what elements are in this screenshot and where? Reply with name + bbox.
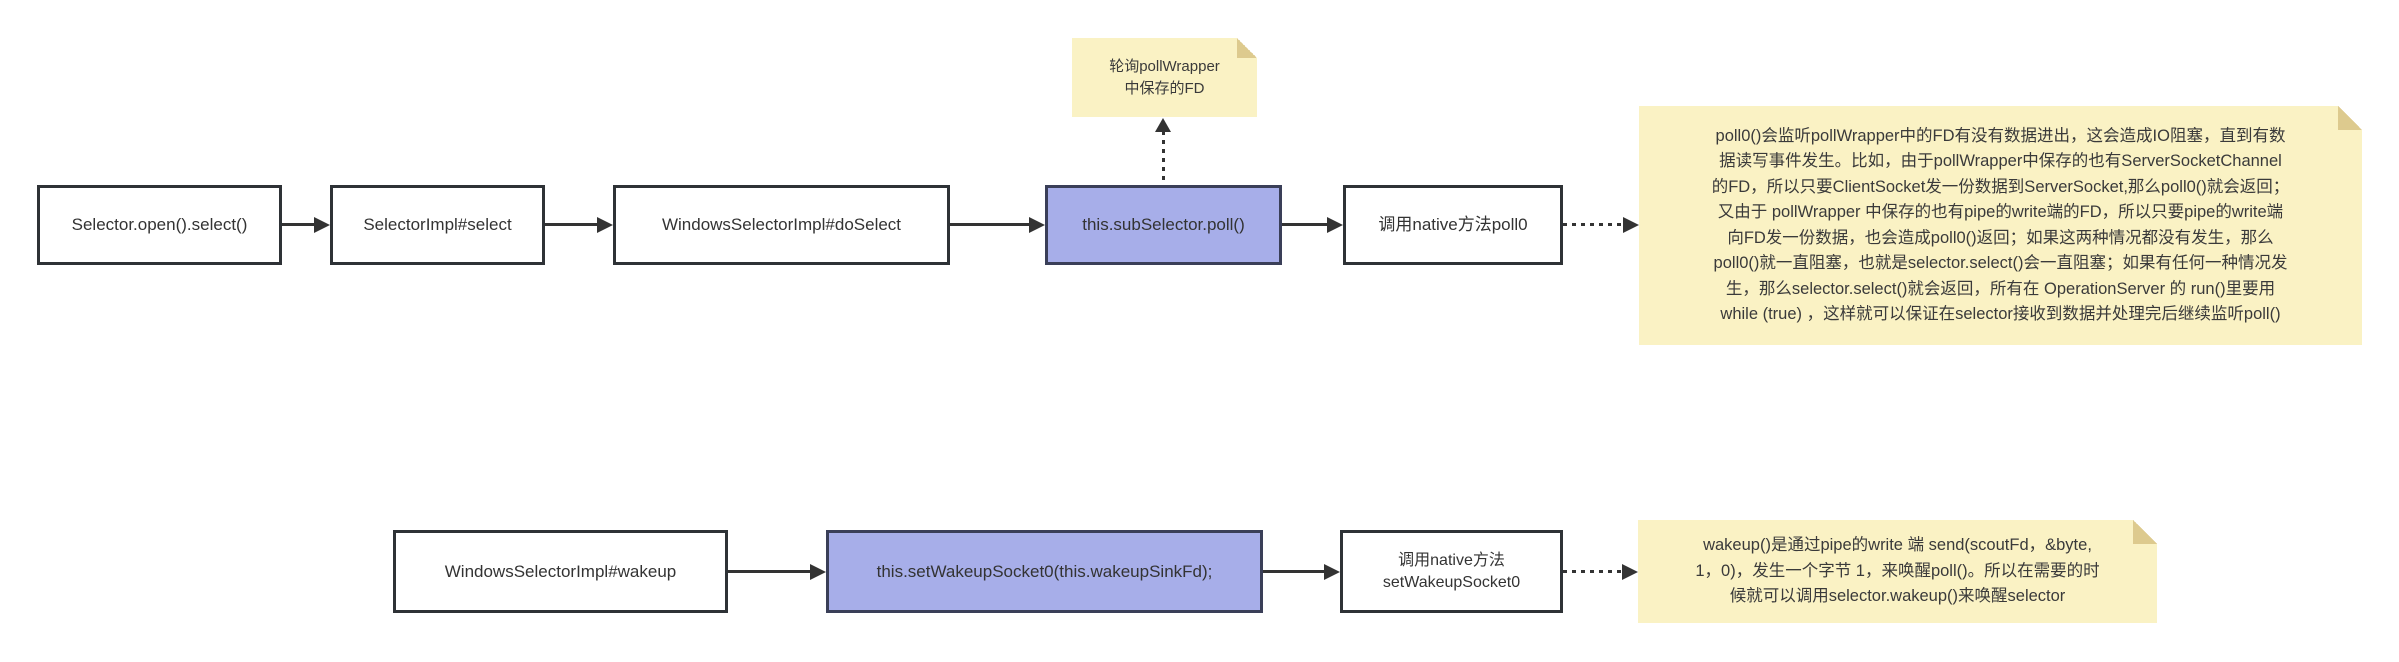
- arrow-line: [545, 223, 597, 226]
- note-text-line: 候就可以调用selector.wakeup()来唤醒selector: [1729, 587, 2066, 606]
- note-text-line: while (true) ，这样就可以保证在selector接收到数据并处理完后…: [1720, 305, 2281, 323]
- arrow-right-icon: [1324, 564, 1340, 580]
- note-text-line: 生，那么selector.select()就会返回，所有在 OperationS…: [1725, 279, 2276, 298]
- note-text-line: 又由于 pollWrapper 中保存的也有pipe的write端的FD，所以只…: [1717, 203, 2284, 221]
- arrow-right-icon: [314, 217, 330, 233]
- note-text-line: 据读写事件发生。比如，由于pollWrapper中保存的也有ServerSock…: [1719, 152, 2282, 170]
- dotted-connector-vertical: [1162, 131, 1165, 185]
- note-fold-icon: [2338, 106, 2362, 130]
- note-text-line: 中保存的FD: [1124, 79, 1205, 97]
- arrow-right-icon: [1029, 217, 1045, 233]
- note-text-line: 的FD，所以只要ClientSocket发一份数据到ServerSocket,那…: [1711, 177, 2290, 196]
- flow-node-windowsselectorimpl-doselect: WindowsSelectorImpl#doSelect: [613, 185, 950, 265]
- dotted-connector-horizontal: [1563, 570, 1622, 573]
- flow-node-native-poll0: 调用native方法poll0: [1343, 185, 1563, 265]
- note-fold-icon: [2133, 520, 2157, 544]
- arrow-line: [950, 223, 1029, 226]
- dotted-connector-horizontal: [1563, 223, 1623, 226]
- arrow-right-icon: [1327, 217, 1343, 233]
- arrow-right-icon: [810, 564, 826, 580]
- sticky-note-wakeup-explanation: wakeup()是通过pipe的write 端 send(scoutFd，&by…: [1638, 520, 2157, 623]
- arrow-right-icon: [1623, 217, 1639, 233]
- arrow-up-icon: [1155, 118, 1171, 132]
- flow-node-setwakeupsocket0-call: this.setWakeupSocket0(this.wakeupSinkFd)…: [826, 530, 1263, 613]
- arrow-line: [1282, 223, 1327, 226]
- node-label-line: setWakeupSocket0: [1382, 573, 1521, 591]
- flow-node-subselector-poll: this.subSelector.poll(): [1045, 185, 1282, 265]
- note-text-line: wakeup()是通过pipe的write 端 send(scoutFd，&by…: [1703, 536, 2092, 555]
- note-fold-icon: [1237, 38, 1257, 58]
- sticky-note-pollwrapper: 轮询pollWrapper 中保存的FD: [1072, 38, 1257, 117]
- note-text-line: 轮询pollWrapper: [1109, 57, 1220, 75]
- arrow-right-icon: [597, 217, 613, 233]
- node-label-line: 调用native方法: [1398, 551, 1505, 569]
- arrow-right-icon: [1622, 564, 1638, 580]
- flow-node-selectorimpl-select: SelectorImpl#select: [330, 185, 545, 265]
- note-text-line: 1，0)，发生一个字节 1，来唤醒poll()。所以在需要的时: [1695, 561, 2100, 580]
- note-text-line: poll0()会监听pollWrapper中的FD有没有数据进出，这会造成IO阻…: [1715, 126, 2286, 145]
- sticky-note-poll0-explanation: poll0()会监听pollWrapper中的FD有没有数据进出，这会造成IO阻…: [1639, 106, 2362, 345]
- flow-node-windowsselectorimpl-wakeup: WindowsSelectorImpl#wakeup: [393, 530, 728, 613]
- arrow-line: [1263, 570, 1324, 573]
- arrow-line: [282, 223, 316, 226]
- note-text-line: poll0()就一直阻塞，也就是selector.select()会一直阻塞；如…: [1713, 254, 2288, 272]
- note-text-line: 向FD发一份数据，也会造成poll0()返回；如果这两种情况都没有发生，那么: [1727, 228, 2274, 247]
- flow-node-selector-open-select: Selector.open().select(): [37, 185, 282, 265]
- arrow-line: [728, 570, 810, 573]
- flow-node-native-setwakeupsocket0: 调用native方法 setWakeupSocket0: [1340, 530, 1563, 613]
